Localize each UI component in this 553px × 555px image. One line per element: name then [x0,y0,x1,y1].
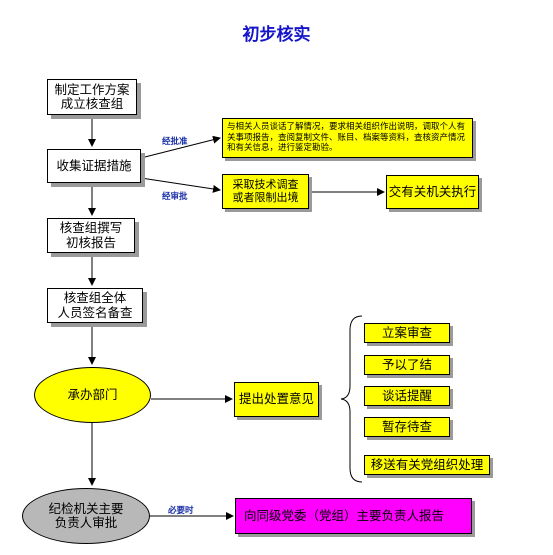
propose-disposal-opinion: 提出处置意见 [234,382,319,417]
label-when-needed: 必要时 [168,506,194,516]
arrow-collect-to-tech [140,177,221,193]
page-title: 初步核实 [242,25,311,45]
outcome-item: 予以了结 [364,355,450,375]
measure-interview-investigate: 与相关人员谈话了解情况，要求相关组织作出说明，调取个人有关事项报告，查阅复制文件… [222,118,473,158]
label-reviewed: 经审批 [162,192,188,202]
label-approved: 经批准 [162,137,188,147]
outcome-item: 移送有关党组织处理 [364,455,490,475]
outcome-item: 谈话提醒 [364,386,450,406]
measure-technical-investigation: 采取技术调查 或者限制出境 [222,174,309,209]
outcome-brace [340,315,363,483]
step-plan: 制定工作方案 成立核查组 [47,79,137,115]
step-collect-evidence: 收集证据措施 [47,149,141,183]
step-handling-department: 承办部门 [34,367,151,423]
outcome-item: 立案审查 [364,323,450,343]
step-leader-approval: 纪检机关主要 负责人审批 [22,488,150,544]
report-to-party-committee: 向同级党委（党组）主要负责人报告 [235,498,472,534]
step-sign-record: 核查组全体 人员签名备查 [47,288,143,323]
measure-hand-to-authority: 交有关机关执行 [386,175,479,209]
arrow-collect-to-interview [140,135,221,159]
step-draft-report: 核查组撰写 初核报告 [47,218,135,253]
outcome-item: 暂存待查 [364,417,450,437]
